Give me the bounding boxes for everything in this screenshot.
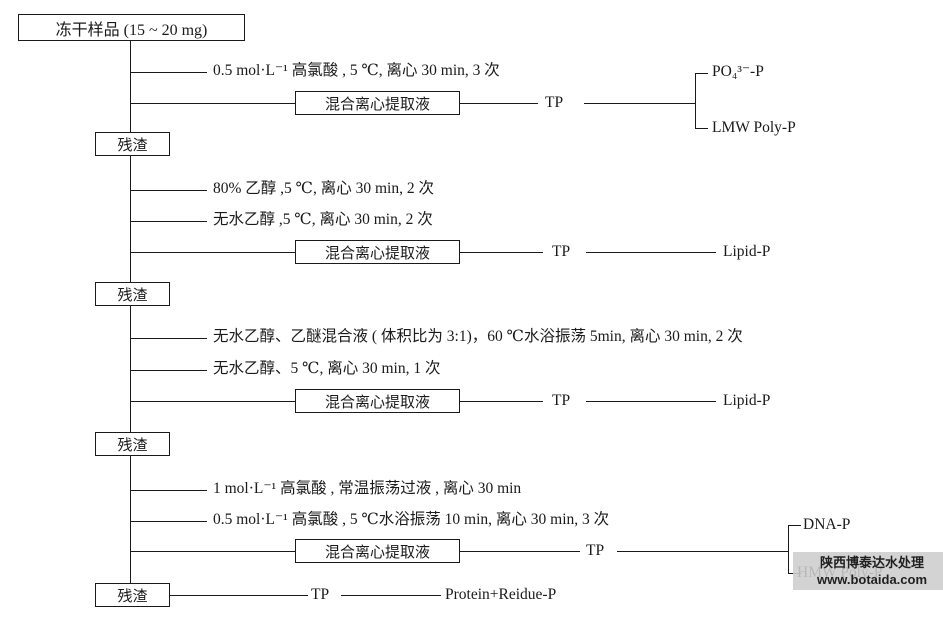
extract-box-4: 混合离心提取液 xyxy=(295,539,460,563)
product-po4-label: PO₄³⁻-P xyxy=(712,63,764,80)
reagent-line-1 xyxy=(130,72,207,73)
product-protein-residue-label: Protein+Reidue-P xyxy=(445,586,557,603)
tp-label-3: TP xyxy=(552,392,571,409)
residue-box-1-label: 残渣 xyxy=(117,137,148,154)
extract-box-2-label: 混合离心提取液 xyxy=(324,245,430,262)
product-lipid-1-label: Lipid-P xyxy=(723,243,771,260)
tp-label-5: TP xyxy=(311,586,330,603)
connector-extract-2 xyxy=(130,252,295,253)
connector-extract-4 xyxy=(130,551,295,552)
residue-box-3-label: 残渣 xyxy=(117,437,148,454)
extract-box-1-label: 混合离心提取液 xyxy=(324,96,430,113)
connector-tp2-lipid xyxy=(586,252,716,253)
reagent-label-2: 80% 乙醇 ,5 ℃, 离心 30 min, 2 次 xyxy=(213,180,434,197)
sample-box-label: 冻干样品 (15 ~ 20 mg) xyxy=(55,21,208,39)
extract-box-4-label: 混合离心提取液 xyxy=(324,544,430,561)
residue-box-4-label: 残渣 xyxy=(117,588,148,605)
reagent-line-5 xyxy=(130,370,207,371)
connector-residue4-tp xyxy=(170,595,308,596)
extract-box-2: 混合离心提取液 xyxy=(295,240,460,264)
reagent-line-3 xyxy=(130,221,207,222)
connector-extract-3 xyxy=(130,401,295,402)
connector-tp4-bracket xyxy=(617,551,788,552)
reagent-label-4: 无水乙醇、乙醚混合液 ( 体积比为 3:1)，60 ℃水浴振荡 5min, 离心… xyxy=(213,328,743,345)
tp-label-2: TP xyxy=(552,243,571,260)
bracket-1-vertical xyxy=(695,73,696,129)
bracket-1-bottom-tick xyxy=(695,128,708,129)
bracket-1-top-tick xyxy=(695,73,708,74)
reagent-label-1: 0.5 mol·L⁻¹ 高氯酸 , 5 ℃, 离心 30 min, 3 次 xyxy=(213,62,500,79)
reagent-label-6: 1 mol·L⁻¹ 高氯酸 , 常温振荡过液 , 离心 30 min xyxy=(213,480,522,497)
connector-extract-1 xyxy=(130,103,295,104)
tp-label-1: TP xyxy=(545,94,564,111)
connector-box1-tp xyxy=(460,103,538,104)
sample-box: 冻干样品 (15 ~ 20 mg) xyxy=(18,14,245,41)
product-lmw-poly-label: LMW Poly-P xyxy=(712,119,796,136)
residue-box-2-label: 残渣 xyxy=(117,287,148,304)
watermark: 陕西博泰达水处理 www.botaida.com xyxy=(793,552,943,590)
residue-box-4: 残渣 xyxy=(95,583,170,607)
extract-box-1: 混合离心提取液 xyxy=(295,91,460,115)
connector-box3-tp xyxy=(460,401,543,402)
watermark-line-1: 陕西博泰达水处理 xyxy=(819,555,924,570)
reagent-line-6 xyxy=(130,490,207,491)
connector-box2-tp xyxy=(460,252,543,253)
connector-box4-tp xyxy=(460,551,580,552)
connector-tp1-bracket xyxy=(584,103,695,104)
residue-box-2: 残渣 xyxy=(95,282,170,306)
reagent-label-7: 0.5 mol·L⁻¹ 高氯酸 , 5 ℃水浴振荡 10 min, 离心 30 … xyxy=(213,511,610,528)
connector-tp3-lipid xyxy=(586,401,716,402)
watermark-line-2: www.botaida.com xyxy=(816,572,928,587)
reagent-line-2 xyxy=(130,190,207,191)
extract-box-3: 混合离心提取液 xyxy=(295,389,460,413)
bracket-4-vertical xyxy=(788,525,789,574)
reagent-label-5: 无水乙醇、5 ℃, 离心 30 min, 1 次 xyxy=(213,360,441,377)
product-lipid-2-label: Lipid-P xyxy=(723,392,771,409)
residue-box-3: 残渣 xyxy=(95,432,170,456)
reagent-line-7 xyxy=(130,521,207,522)
bracket-4-top-tick xyxy=(788,525,801,526)
reagent-line-4 xyxy=(130,338,207,339)
tp-label-4: TP xyxy=(586,542,605,559)
connector-tp5-protein xyxy=(341,595,441,596)
extract-box-3-label: 混合离心提取液 xyxy=(324,394,430,411)
main-trunk-line xyxy=(130,41,131,583)
product-dna-label: DNA-P xyxy=(803,516,851,533)
reagent-label-3: 无水乙醇 ,5 ℃, 离心 30 min, 2 次 xyxy=(213,211,433,228)
residue-box-1: 残渣 xyxy=(95,132,170,156)
